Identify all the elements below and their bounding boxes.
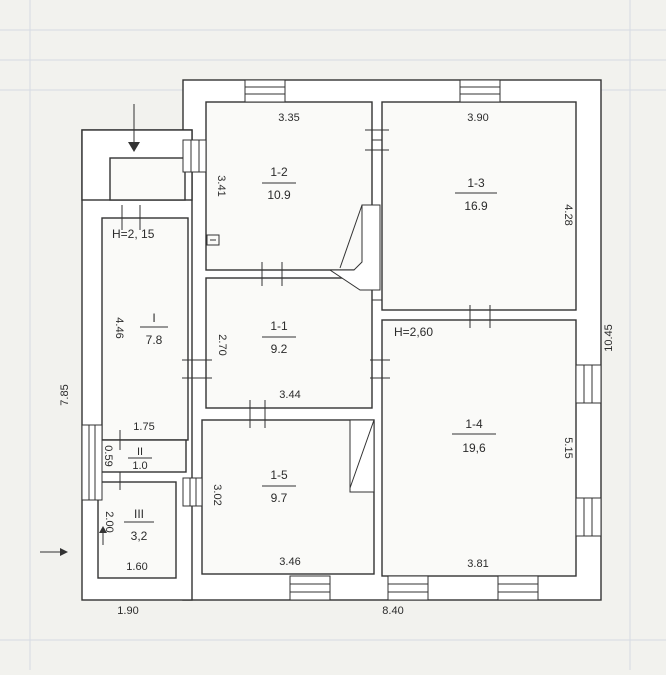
stair-arrow-icon xyxy=(99,526,107,545)
room-1-1-width: 3.44 xyxy=(279,389,300,401)
fraction-bars xyxy=(124,182,497,523)
room-1-4 xyxy=(381,319,577,577)
room-1-3-height: 4.28 xyxy=(562,204,574,225)
room-I-height: 4.46 xyxy=(113,317,125,338)
room-I-id: I xyxy=(152,311,155,325)
north-mark-icon xyxy=(40,548,68,556)
height-left: H=2, 15 xyxy=(112,227,155,241)
overall-left-height: 7.85 xyxy=(59,384,71,405)
room-I-area: 7.8 xyxy=(146,333,163,347)
room-1-2 xyxy=(205,101,373,271)
room-1-3-id: 1-3 xyxy=(467,176,485,190)
window-top-right xyxy=(459,79,501,103)
room-1-4-id: 1-4 xyxy=(465,417,483,431)
window-right-lower xyxy=(575,497,602,537)
room-interiors xyxy=(97,101,577,579)
room-III xyxy=(97,481,177,579)
window-left-1 xyxy=(182,139,207,173)
overall-right-height: 10.45 xyxy=(603,324,615,352)
room-1-1 xyxy=(205,277,373,409)
room-1-1-id: 1-1 xyxy=(270,319,288,333)
room-1-3-area: 16.9 xyxy=(464,199,488,213)
window-bottom-1 xyxy=(289,575,331,601)
room-I xyxy=(101,217,189,441)
room-1-5 xyxy=(201,419,375,575)
window-left-outer xyxy=(81,424,103,501)
window-right-upper xyxy=(575,364,602,404)
room-1-3-width: 3.90 xyxy=(467,112,488,124)
room-III-height: 2.00 xyxy=(103,511,115,532)
room-1-5-height: 3.02 xyxy=(211,484,223,505)
room-1-1-height: 2.70 xyxy=(216,334,228,355)
room-1-1-area: 9.2 xyxy=(271,342,288,356)
room-1-5-width: 3.46 xyxy=(279,556,300,568)
room-1-5-area: 9.7 xyxy=(271,491,288,505)
overall-bottom-main: 8.40 xyxy=(382,605,403,617)
room-1-4-width: 3.81 xyxy=(467,558,488,570)
room-II-area: 1.0 xyxy=(132,460,147,472)
room-1-4-height: 5.15 xyxy=(562,437,574,458)
room-1-3 xyxy=(381,101,577,311)
window-left-2 xyxy=(182,477,203,507)
room-1-2-area: 10.9 xyxy=(267,188,291,202)
door-marks xyxy=(119,129,491,490)
entrance-arrow-icon xyxy=(128,104,140,152)
room-II-height: 0.59 xyxy=(102,445,114,466)
door-swings xyxy=(328,204,382,493)
room-1-2-id: 1-2 xyxy=(270,165,288,179)
room-III-area: 3,2 xyxy=(131,529,148,543)
room-III-width: 1.60 xyxy=(126,561,147,573)
room-II-id: II xyxy=(137,446,143,458)
height-right: H=2,60 xyxy=(394,325,433,339)
room-1-5-id: 1-5 xyxy=(270,468,288,482)
window-bottom-3 xyxy=(497,575,539,601)
room-III-id: III xyxy=(134,507,144,521)
room-1-2-height: 3.41 xyxy=(215,175,227,196)
window-top-left xyxy=(244,79,286,103)
overall-bottom-left: 1.90 xyxy=(117,605,138,617)
window-bottom-2 xyxy=(387,575,429,601)
meter-icon xyxy=(206,234,220,246)
room-1-4-area: 19,6 xyxy=(462,441,486,455)
room-1-2-width: 3.35 xyxy=(278,112,299,124)
windows xyxy=(81,79,602,601)
room-II xyxy=(97,439,187,473)
room-II-width: 1.75 xyxy=(133,421,154,433)
